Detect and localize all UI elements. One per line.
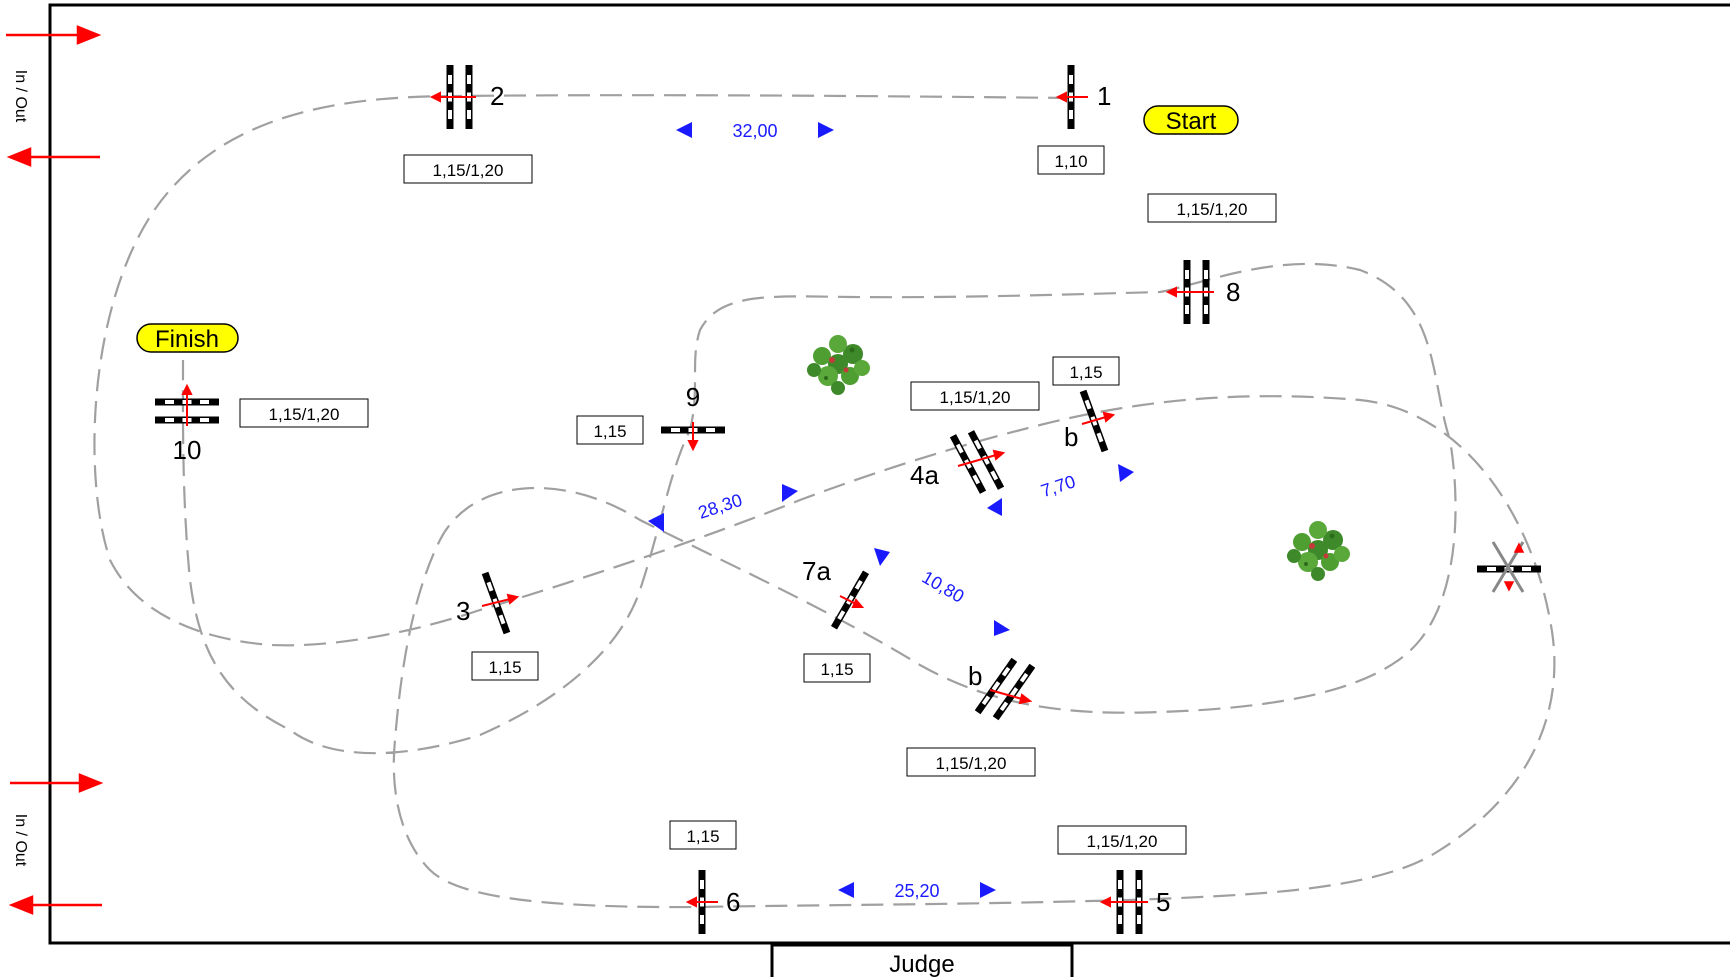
distance-arrow-icon xyxy=(648,513,664,532)
tree-icon xyxy=(1287,521,1350,581)
entry-arrows xyxy=(6,25,104,915)
distance-label: 28,30 xyxy=(696,490,745,523)
start-badge: Start xyxy=(1143,105,1239,135)
obstacle-number: b xyxy=(1064,422,1078,452)
obstacle-height: 1,15/1,20 xyxy=(940,388,1011,407)
finish-badge: Finish xyxy=(136,323,239,353)
distance-label: 32,00 xyxy=(732,121,777,141)
obstacle-2: 2 1,15/1,20 xyxy=(403,65,533,184)
distance-arrow-icon xyxy=(987,498,1002,516)
obstacle-number: 9 xyxy=(686,382,700,412)
obstacle-number: b xyxy=(968,661,982,691)
obstacle-height: 1,15/1,20 xyxy=(433,161,504,180)
finish-label: Finish xyxy=(155,326,219,353)
obstacle-height: 1,15/1,20 xyxy=(269,405,340,424)
obstacle-height: 1,15 xyxy=(593,422,626,441)
distance-arrow-icon xyxy=(980,882,996,898)
distance-arrow-icon xyxy=(874,548,890,566)
distance-arrow-icon xyxy=(782,484,798,502)
obstacle-6: 6 1,15 xyxy=(669,820,740,934)
distance-label: 25,20 xyxy=(894,881,939,901)
tree-icon xyxy=(807,335,870,395)
obstacle-number: 6 xyxy=(726,887,740,917)
entry-label-top: In / Out xyxy=(12,70,29,123)
distance-markers: 32,00 28,30 7,70 10,80 25,20 xyxy=(648,121,1134,901)
obstacle-5: 5 1,15/1,20 xyxy=(1057,825,1187,934)
distance-label: 7,70 xyxy=(1038,471,1078,501)
judge-label: Judge xyxy=(889,951,954,977)
obstacle-number: 3 xyxy=(456,596,470,626)
obstacle-9: 9 1,15 xyxy=(576,382,725,452)
distance-arrow-icon xyxy=(838,882,854,898)
obstacle-4b: b 1,15 xyxy=(1052,356,1120,453)
distance-arrow-icon xyxy=(676,122,692,138)
arena-border xyxy=(48,3,1730,945)
obstacle-number: 10 xyxy=(173,435,202,465)
obstacle-height: 1,15 xyxy=(820,660,853,679)
judge-box: Judge xyxy=(770,943,1074,977)
obstacle-height: 1,15 xyxy=(488,658,521,677)
course-path xyxy=(93,94,1556,909)
obstacle-number: 1 xyxy=(1097,81,1111,111)
entry-label-bottom: In / Out xyxy=(12,814,29,867)
obstacle-height: 1,10 xyxy=(1054,152,1087,171)
distance-label: 10,80 xyxy=(918,567,967,607)
obstacle-3: 3 1,15 xyxy=(456,571,539,681)
obstacle-height: 1,15/1,20 xyxy=(936,754,1007,773)
obstacle-10: 10 1,15/1,20 xyxy=(155,383,369,465)
obstacle-7b: b 1,15/1,20 xyxy=(906,657,1036,777)
distance-arrow-icon xyxy=(818,122,834,138)
obstacle-4a: 4a 1,15/1,20 xyxy=(910,381,1040,494)
distance-arrow-icon xyxy=(1118,464,1134,482)
obstacle-1: 1 1,10 xyxy=(1037,65,1111,175)
obstacle-number: 4a xyxy=(910,460,939,490)
distance-arrow-icon xyxy=(994,620,1010,636)
obstacle-height: 1,15/1,20 xyxy=(1087,832,1158,851)
obstacle-height: 1,15 xyxy=(686,827,719,846)
obstacle-number: 5 xyxy=(1156,887,1170,917)
obstacle-height: 1,15/1,20 xyxy=(1177,200,1248,219)
obstacle-7a: 7a 1,15 xyxy=(802,556,871,683)
start-label: Start xyxy=(1166,108,1217,135)
obstacle-8: 8 1,15/1,20 xyxy=(1147,193,1277,324)
obstacle-number: 7a xyxy=(802,556,831,586)
obstacle-height: 1,15 xyxy=(1069,363,1102,382)
obstacle-number: 8 xyxy=(1226,277,1240,307)
crossed-out-obstacle xyxy=(1477,541,1541,593)
obstacle-number: 2 xyxy=(490,81,504,111)
